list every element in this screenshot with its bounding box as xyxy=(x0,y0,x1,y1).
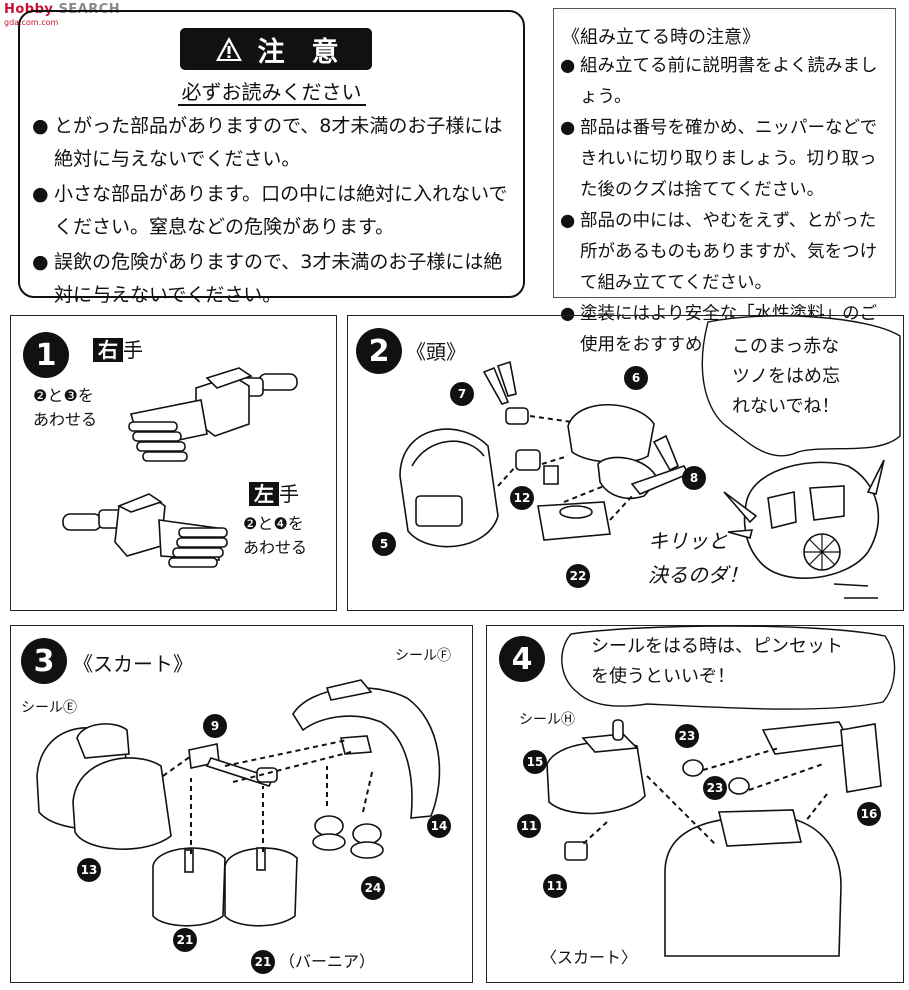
part-number: 11 xyxy=(517,814,541,838)
step-4-number: 4 xyxy=(499,636,545,682)
watermark-site-text: SEARCH xyxy=(58,2,121,17)
part-number: 16 xyxy=(857,802,881,826)
warning-list: とがった部品がありますので、8才未満のお子様には絶対に与えないでください。 小さ… xyxy=(32,110,518,314)
head-assembly-illustration xyxy=(399,315,901,599)
skirt-attach-illustration xyxy=(546,625,896,957)
warning-header: 注 意 xyxy=(180,28,372,70)
assembly-note-item: 部品の中には、やむをえず、とがった所があるものもありますが、気をつけて組み立てて… xyxy=(560,206,892,299)
assembly-notes-title: 《組み立てる時の注意》 xyxy=(562,27,760,48)
assembly-note-item: 部品は番号を確かめ、ニッパーなどできれいに切り取りましょう。切り取った後のクズは… xyxy=(560,113,892,206)
step-1-panel: 1 右手 ❷と❸を あわせる 左手 ❷と❹を あわせる xyxy=(10,315,337,611)
part-number: 21 xyxy=(173,928,197,952)
warning-item: とがった部品がありますので、8才未満のお子様には絶対に与えないでください。 xyxy=(32,110,518,176)
part-number: 24 xyxy=(361,876,385,900)
warning-box: 注 意 必ずお読みください とがった部品がありますので、8才未満のお子様には絶対… xyxy=(18,10,525,306)
part-number: 21 xyxy=(251,950,275,974)
step-2-exclaim: キリッと 決るのダ！ xyxy=(648,529,748,587)
skirt-assembly-illustration xyxy=(36,679,441,927)
part-number: 5 xyxy=(372,532,396,556)
step-4-bubble: シールをはる時は、ピンセット を使うといいぞ！ xyxy=(591,636,843,687)
warning-subtitle: 必ずお読みください xyxy=(20,76,523,106)
skirt-label: 〈スカート〉 xyxy=(541,948,638,967)
warning-triangle-icon xyxy=(215,37,242,61)
step-2-panel: 2 《頭》 xyxy=(347,315,904,611)
part-number: 14 xyxy=(427,814,451,838)
warning-title: 注 意 xyxy=(257,36,339,68)
part-number: 9 xyxy=(203,714,227,738)
warning-item: 誤飲の危険がありますので、3才未満のお子様には絶対に与えないでください。 xyxy=(32,246,518,312)
left-hand-note: ❷と❹を あわせる xyxy=(243,514,308,557)
warning-item: 小さな部品があります。口の中には絶対に入れないでください。窒息などの危険がありま… xyxy=(32,178,518,244)
step-3-title: 《スカート》 xyxy=(73,652,193,676)
step-3-panel: 3 《スカート》 シールⒻ シールⒺ xyxy=(10,625,473,983)
part-number: 8 xyxy=(682,466,706,490)
watermark-logo: Hobby SEARCH xyxy=(4,2,120,17)
step-1-number: 1 xyxy=(23,332,69,378)
part-number: 6 xyxy=(624,366,648,390)
left-hand-label: 左手 xyxy=(249,482,299,508)
right-hand-note: ❷と❸を あわせる xyxy=(33,386,98,429)
hands-illustration xyxy=(62,367,298,568)
vernier-label: （バーニア） xyxy=(279,952,376,971)
assembly-notes-box: 《組み立てる時の注意》 組み立てる前に説明書をよく読みましょう。 部品は番号を確… xyxy=(553,8,896,355)
part-number: 11 xyxy=(543,874,567,898)
right-hand-label: 右手 xyxy=(93,338,143,364)
part-number: 22 xyxy=(566,564,590,588)
step-2-bubble: このまっ赤な ツノをはめ忘 れないでね！ xyxy=(732,336,840,417)
step-3-number: 3 xyxy=(21,638,67,684)
part-number: 7 xyxy=(450,382,474,406)
seal-h-label: シールⒽ xyxy=(519,712,575,728)
step-4-panel: 4 シールをはる時は、ピンセット を使うといいぞ！ シールⒽ 15 23 23 xyxy=(486,625,904,983)
seal-e-label: シールⒺ xyxy=(21,700,77,716)
part-number: 13 xyxy=(77,858,101,882)
part-number: 23 xyxy=(675,724,699,748)
step-2-number: 2 xyxy=(356,328,402,374)
part-number: 15 xyxy=(523,750,547,774)
step-2-title: 《頭》 xyxy=(406,340,466,364)
assembly-note-item: 組み立てる前に説明書をよく読みましょう。 xyxy=(560,51,892,113)
watermark-logo-text: Hobby xyxy=(4,2,54,17)
part-number: 12 xyxy=(510,486,534,510)
part-number: 23 xyxy=(703,776,727,800)
seal-f-label: シールⒻ xyxy=(395,648,451,664)
